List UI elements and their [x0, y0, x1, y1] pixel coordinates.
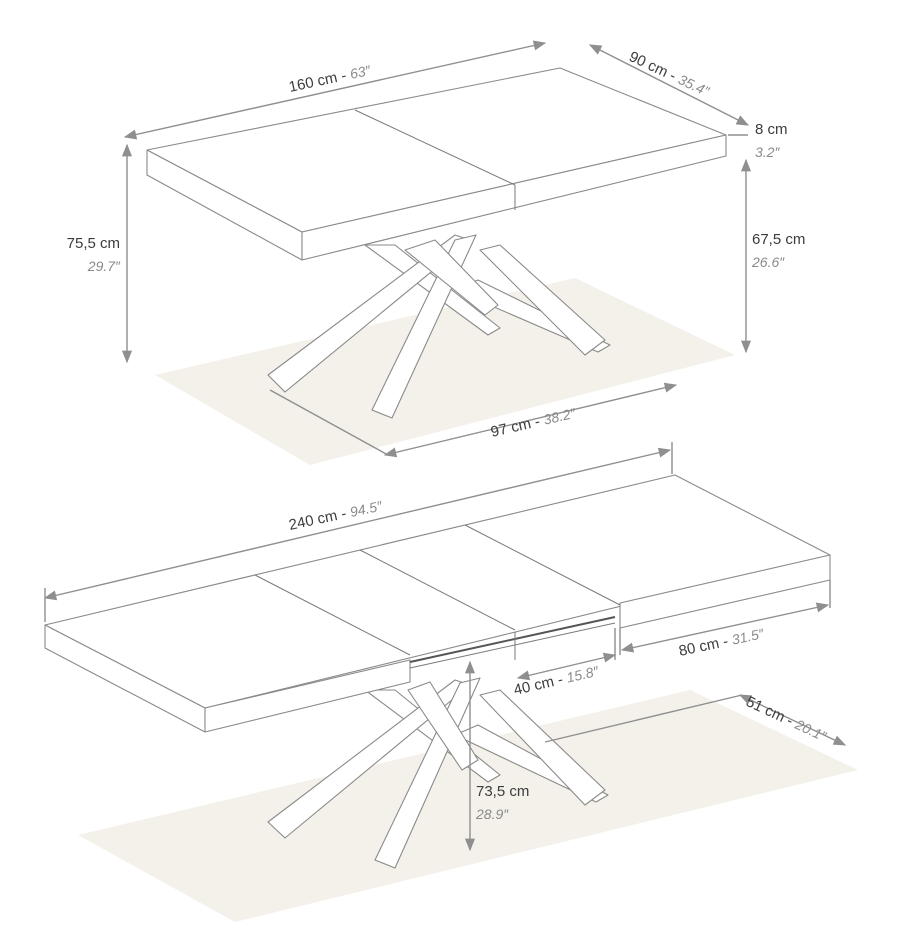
label-top-clearance-in: 26.6″	[751, 254, 785, 270]
label-top-thickness-cm: 8 cm	[755, 121, 788, 138]
label-top-thickness-in: 3.2″	[755, 144, 780, 160]
label-top-clearance-cm: 67,5 cm	[752, 231, 805, 248]
top-table-illustration: 160 cm - 63″ 90 cm - 35.4″ 8 cm 3.2″ 75,…	[67, 40, 805, 465]
label-top-depth: 90 cm - 35.4″	[626, 48, 712, 100]
label-bottom-leaf: 40 cm - 15.8″	[512, 663, 601, 699]
dim-bottom-length	[43, 447, 672, 601]
label-bottom-clearance-in: 28.9″	[475, 806, 509, 822]
label-top-height-in: 29.7″	[87, 258, 121, 274]
bottom-table-illustration: 240 cm - 94.5″ 80 cm - 31.5″ 40 cm - 15.…	[43, 442, 858, 922]
label-bottom-extension: 80 cm - 31.5″	[677, 625, 766, 660]
dim-top-depth	[588, 44, 750, 126]
dim-bottom-base	[738, 694, 847, 746]
top-table-top	[146, 67, 727, 261]
label-bottom-clearance-cm: 73,5 cm	[476, 783, 529, 800]
bottom-table-legs	[267, 677, 609, 869]
dim-top-length	[123, 40, 547, 140]
label-top-height-cm: 75,5 cm	[67, 235, 120, 252]
dim-bottom-leaf	[516, 652, 617, 681]
top-floor-shadow	[155, 278, 735, 465]
dim-top-base	[383, 382, 678, 458]
top-table-legs	[267, 234, 611, 419]
dim-bottom-extension	[620, 602, 830, 653]
